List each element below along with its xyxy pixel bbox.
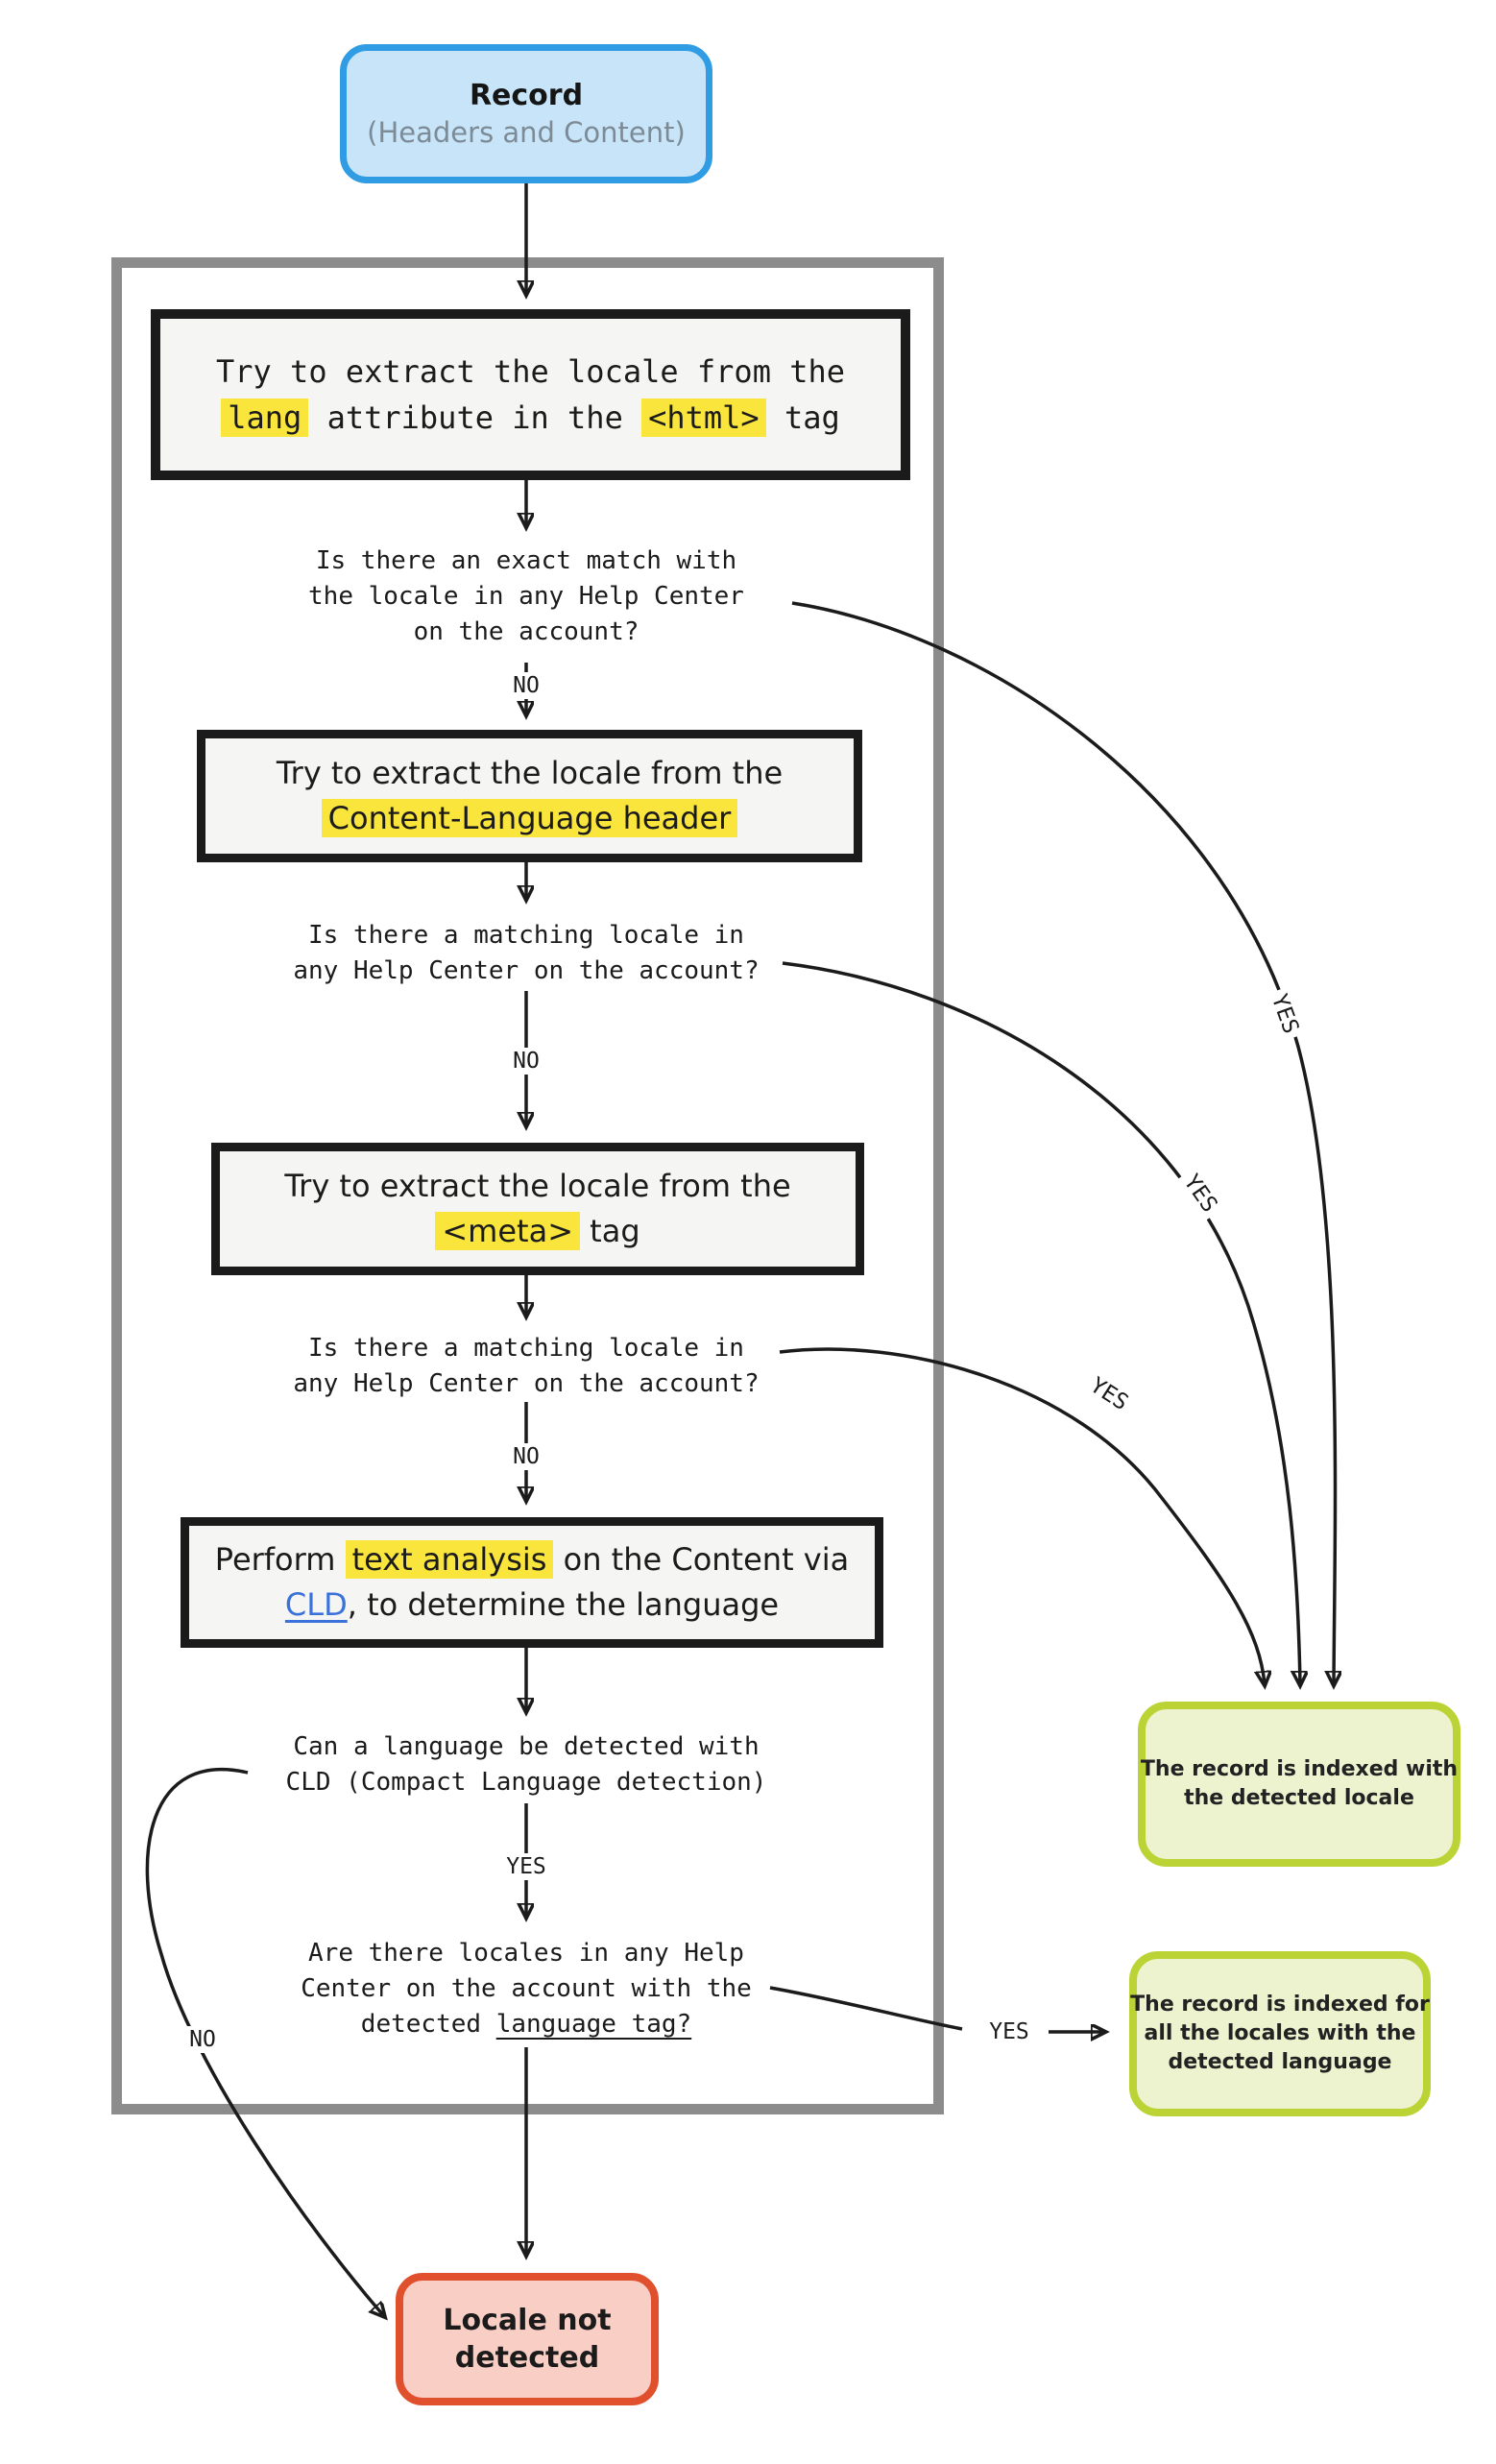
highlight-meta-tag: <meta> [435,1212,580,1250]
indexed-language-line3: detected language [1168,2050,1392,2074]
step-extract-meta-tag: Try to extract the locale from the <meta… [211,1143,864,1275]
step2-line1: Try to extract the locale from the [276,755,784,791]
indexed-language-line1: The record is indexed for [1130,1993,1430,2017]
q2-line1: Is there a matching locale in [308,921,744,950]
question-exact-match-locale: Is there an exact match with the locale … [142,544,910,650]
q1-line3: on the account? [413,617,639,646]
q4-line1: Can a language be detected with [293,1732,760,1761]
step3-line1: Try to extract the locale from the [284,1168,791,1204]
q3-line1: Is there a matching locale in [308,1334,744,1363]
outcome-indexed-with-locale: The record is indexed with the detected … [1138,1702,1460,1867]
outcome-locale-not-detected: Locale not detected [396,2273,659,2405]
label-q4-no-curve: NO [184,2026,221,2053]
step1-line2: lang attribute in the <html> tag [221,395,840,441]
not-detected-line2: detected [454,2341,600,2375]
highlight-text-analysis: text analysis [345,1540,554,1579]
connector-q3-yes-curve [779,1347,1265,1684]
question-matching-locale-1: Is there a matching locale in any Help C… [142,918,910,989]
label-q4-yes: YES [501,1853,551,1880]
label-q3-no: NO [508,1443,544,1470]
highlight-html-tag: <html> [641,399,766,437]
indexed-locale-line1: The record is indexed with [1140,1757,1459,1781]
outcome-indexed-for-language: The record is indexed for all the locale… [1129,1951,1431,2116]
highlight-lang: lang [221,399,309,437]
q5-line2: Center on the account with the [301,1974,752,2003]
q1-line1: Is there an exact match with [315,546,737,575]
step1-line1: Try to extract the locale from the [215,353,846,390]
question-cld-detection: Can a language be detected with CLD (Com… [142,1729,910,1800]
step4-line1: Perform text analysis on the Content via [214,1540,850,1579]
connector-q5-yes-tail [769,1986,963,2031]
step2-line2: Content-Language header [321,796,738,841]
q1-line2: the locale in any Help Center [308,582,744,611]
connector-q2-yes-curve [782,961,1300,1684]
not-detected-line1: Locale not [443,2304,612,2337]
start-node-record: Record (Headers and Content) [340,44,712,183]
step4-line2: CLD, to determine the language [284,1586,780,1623]
connector-q1-yes-curve [791,601,1336,1684]
highlight-content-language-header: Content-Language header [321,799,738,837]
question-matching-locale-2: Is there a matching locale in any Help C… [142,1331,910,1402]
q3-line2: any Help Center on the account? [293,1369,760,1398]
q5-line3: detected language tag? [360,2010,692,2039]
record-subtitle: (Headers and Content) [367,115,686,149]
cld-link[interactable]: CLD [284,1586,348,1623]
step-text-analysis-cld: Perform text analysis on the Content via… [181,1517,883,1648]
q5-line1: Are there locales in any Help [308,1939,744,1968]
label-q2-no: NO [508,1048,544,1075]
q4-line2: CLD (Compact Language detection) [285,1768,767,1797]
q2-line2: any Help Center on the account? [293,956,760,985]
step-extract-html-lang: Try to extract the locale from the lang … [151,309,910,480]
label-q1-no: NO [508,672,544,699]
indexed-locale-line2: the detected locale [1184,1786,1414,1810]
connector-q4-no-curve [145,1767,384,2316]
step3-line2: <meta> tag [435,1209,640,1254]
record-title: Record [469,78,584,112]
step-extract-content-language: Try to extract the locale from the Conte… [197,730,862,862]
language-tag-underlined: language tag? [495,2010,692,2039]
indexed-language-line2: all the locales with the [1144,2021,1416,2045]
label-q5-yes: YES [984,2018,1034,2045]
question-locales-language-tag: Are there locales in any Help Center on … [142,1936,910,2042]
